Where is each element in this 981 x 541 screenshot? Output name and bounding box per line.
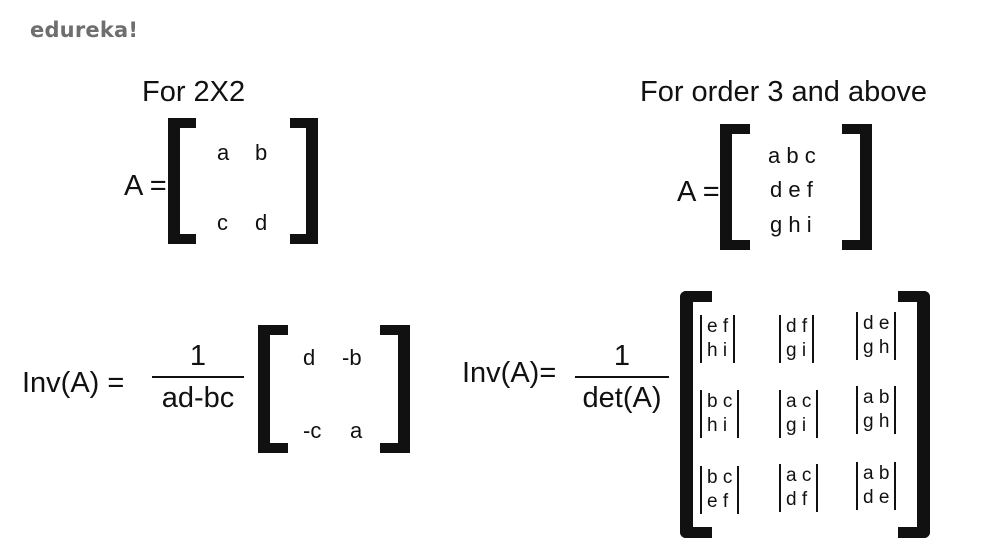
left-bracket [258,325,288,453]
matrix-row: d e f [770,177,813,202]
edureka-logo: edureka! [30,18,139,42]
matrix-cell: b [255,140,268,165]
adjugate-cell: -c [303,418,322,443]
fraction-2x2: 1 ad-bc [152,338,244,416]
matrix-a-label-3x3: A = [677,176,720,208]
fraction-3x3: 1 det(A) [575,338,669,416]
right-bracket [842,124,872,250]
adjugate-cell: a [350,418,363,443]
left-bracket [680,291,712,538]
right-bracket [898,291,930,538]
left-bracket [168,118,196,244]
matrix-cell: a [217,140,230,165]
matrix-a-label-2x2: A = [124,170,167,202]
adjugate-cell: -b [342,345,362,370]
denominator: ad-bc [161,382,235,414]
inverse-label-2x2: Inv(A) = [22,367,125,399]
left-bracket [720,124,750,250]
numerator: 1 [613,340,631,372]
denominator: det(A) [582,382,662,414]
fraction-bar [575,376,669,378]
matrix-cell: d [255,210,268,235]
matrix-row: a b c [768,143,816,168]
inverse-label-3x3: Inv(A)= [462,357,557,389]
fraction-bar [152,376,244,378]
matrix-cell: c [217,210,228,235]
heading-2x2: For 2X2 [142,76,246,108]
right-bracket [290,118,318,244]
right-bracket [380,325,410,453]
adjugate-cell: d [303,345,316,370]
matrix-row: g h i [770,212,812,237]
heading-order-3: For order 3 and above [640,76,927,108]
numerator: 1 [189,340,207,372]
